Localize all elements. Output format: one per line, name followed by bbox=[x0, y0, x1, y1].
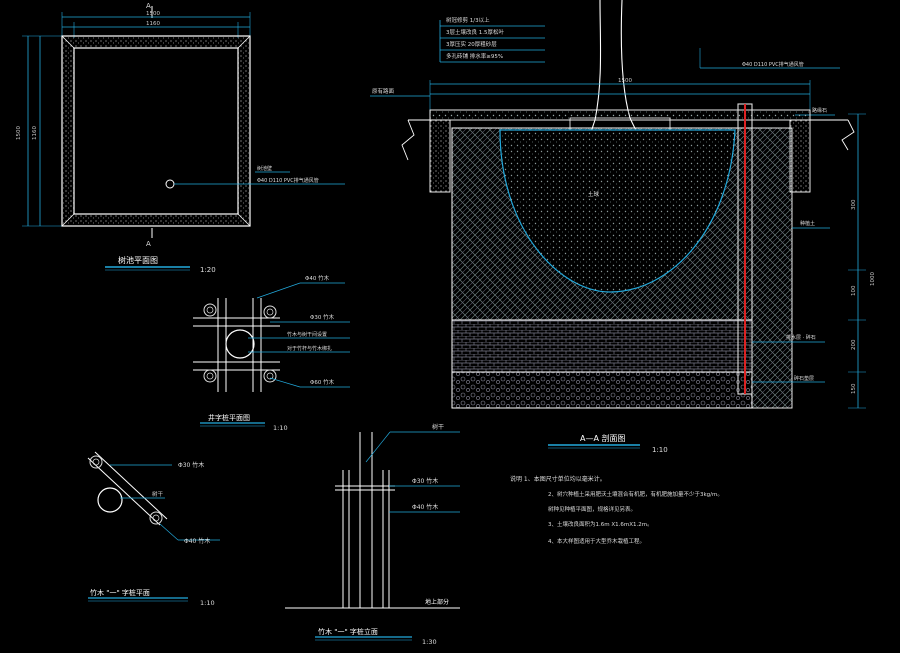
section-dim-right-5: 150 bbox=[851, 383, 857, 394]
single-stake-plan: Φ30 竹木 树干 Φ40 竹木 竹木 "一" 字桩平面 1:10 bbox=[87, 451, 220, 607]
note-line-3: 树种见种植平面图，规格详见另表。 bbox=[548, 505, 636, 513]
general-notes: 说明 1、本图尺寸单位均以毫米计。 2、树穴种植土采用肥沃土壤混合有机肥，有机肥… bbox=[510, 475, 723, 545]
section-title: A—A 剖面图 bbox=[580, 433, 626, 443]
brace-plan-scale: 1:10 bbox=[273, 424, 288, 432]
section-scale: 1:10 bbox=[652, 446, 668, 454]
brace-label-2: Φ30 竹木 bbox=[310, 313, 335, 321]
section-dim-right-3: 100 bbox=[851, 285, 857, 296]
note-line-5: 4、本大样图适用于大型乔木栽植工程。 bbox=[548, 537, 645, 545]
section-dim-right-2: 1000 bbox=[870, 272, 876, 286]
single-stake-label-2: 树干 bbox=[152, 490, 164, 498]
brace-plan-title: 井字桩平面图 bbox=[208, 413, 250, 422]
aa-section: 树冠修剪 1/3以上 3层土壤改良 1.5厚松叶 3厚压实 20厚粗砂层 多孔砖… bbox=[370, 0, 876, 454]
section-dim-top: 1500 bbox=[618, 78, 632, 84]
single-stake-trunk bbox=[97, 487, 123, 513]
plan-dim-left-outer: 1500 bbox=[16, 126, 22, 140]
brace-label-4: 对于竹杆与竹木绑扎 bbox=[287, 345, 332, 352]
section-dim-right-1: 300 bbox=[851, 199, 857, 210]
section-pipe-label: Φ40 D110 PVC排气通风管 bbox=[742, 61, 804, 68]
single-stake-title: 竹木 "一" 字桩平面 bbox=[90, 588, 150, 597]
plan-callout-1: 树池壁 bbox=[257, 165, 272, 172]
stake-label-top: 树干 bbox=[432, 423, 444, 431]
brace-label-1: Φ40 竹木 bbox=[305, 274, 330, 282]
section-note-3: 3厚压实 20厚粗砂层 bbox=[446, 40, 497, 48]
note-line-4: 3、土壤改良面积为1.6m X1.6mX1.2m。 bbox=[548, 520, 653, 528]
section-right-top-label: 路缘石 bbox=[812, 107, 827, 114]
brace-plan-trunk bbox=[225, 329, 255, 359]
stake-label-1: Φ30 竹木 bbox=[412, 477, 438, 485]
section-marker-top: A bbox=[146, 2, 151, 10]
section-left-label: 原有路面 bbox=[372, 87, 395, 95]
section-right-low1-label: 排水层 · 碎石 bbox=[786, 334, 816, 341]
note-line-1: 说明 1、本图尺寸单位均以毫米计。 bbox=[510, 475, 606, 483]
section-dim-right-4: 200 bbox=[851, 339, 857, 350]
stake-elevation: 树干 Φ30 竹木 Φ40 竹木 地上部分 竹木 "一" 字桩立面 1:30 bbox=[285, 423, 460, 646]
single-stake-scale: 1:10 bbox=[200, 599, 215, 607]
note-line-2: 2、树穴种植土采用肥沃土壤混合有机肥，有机肥施加量不少于3kg/m。 bbox=[548, 490, 723, 498]
brace-label-3: 竹木与树干间设置 bbox=[287, 331, 327, 338]
brace-label-5: Φ60 竹木 bbox=[310, 378, 335, 386]
brace-plan: Φ40 竹木 Φ30 竹木 竹木与树干间设置 对于竹杆与竹木绑扎 Φ60 竹木 … bbox=[193, 274, 350, 432]
plan-scale: 1:20 bbox=[200, 266, 216, 274]
section-drainage-layer bbox=[451, 319, 753, 373]
stake-label-2: Φ40 竹木 bbox=[412, 503, 438, 511]
section-root-ball-label: 土球 bbox=[588, 190, 600, 198]
plan-callout-2: Φ40 D110 PVC排气通风管 bbox=[257, 177, 319, 184]
single-stake-label-3: Φ40 竹木 bbox=[184, 537, 210, 545]
section-marker-bottom: A bbox=[146, 240, 151, 248]
stake-elev-scale: 1:30 bbox=[422, 638, 437, 646]
section-gravel-layer bbox=[451, 371, 753, 409]
section-right-low2-label: 碎石垫层 bbox=[794, 375, 814, 382]
section-note-4: 多孔砖铺 排水率≥95% bbox=[446, 52, 503, 60]
plan-title: 树池平面图 bbox=[118, 255, 158, 265]
tree-pit-plan: A 1500 1160 1500 1160 树池壁 Φ40 D110 PVC排气… bbox=[16, 2, 345, 274]
plan-dim-top-inner: 1160 bbox=[146, 21, 160, 27]
plan-dim-left-inner: 1160 bbox=[32, 126, 38, 140]
stake-elev-title: 竹木 "一" 字桩立面 bbox=[318, 627, 378, 636]
stake-label-ground: 地上部分 bbox=[425, 598, 449, 606]
single-stake-label-1: Φ30 竹木 bbox=[178, 461, 204, 469]
section-note-1: 树冠修剪 1/3以上 bbox=[446, 16, 490, 24]
section-note-2: 3层土壤改良 1.5厚松叶 bbox=[446, 28, 504, 36]
section-right-mid-label: 种植土 bbox=[800, 220, 815, 227]
plan-inner-pit bbox=[73, 47, 239, 215]
plan-dim-top-outer: 1500 bbox=[146, 11, 160, 17]
